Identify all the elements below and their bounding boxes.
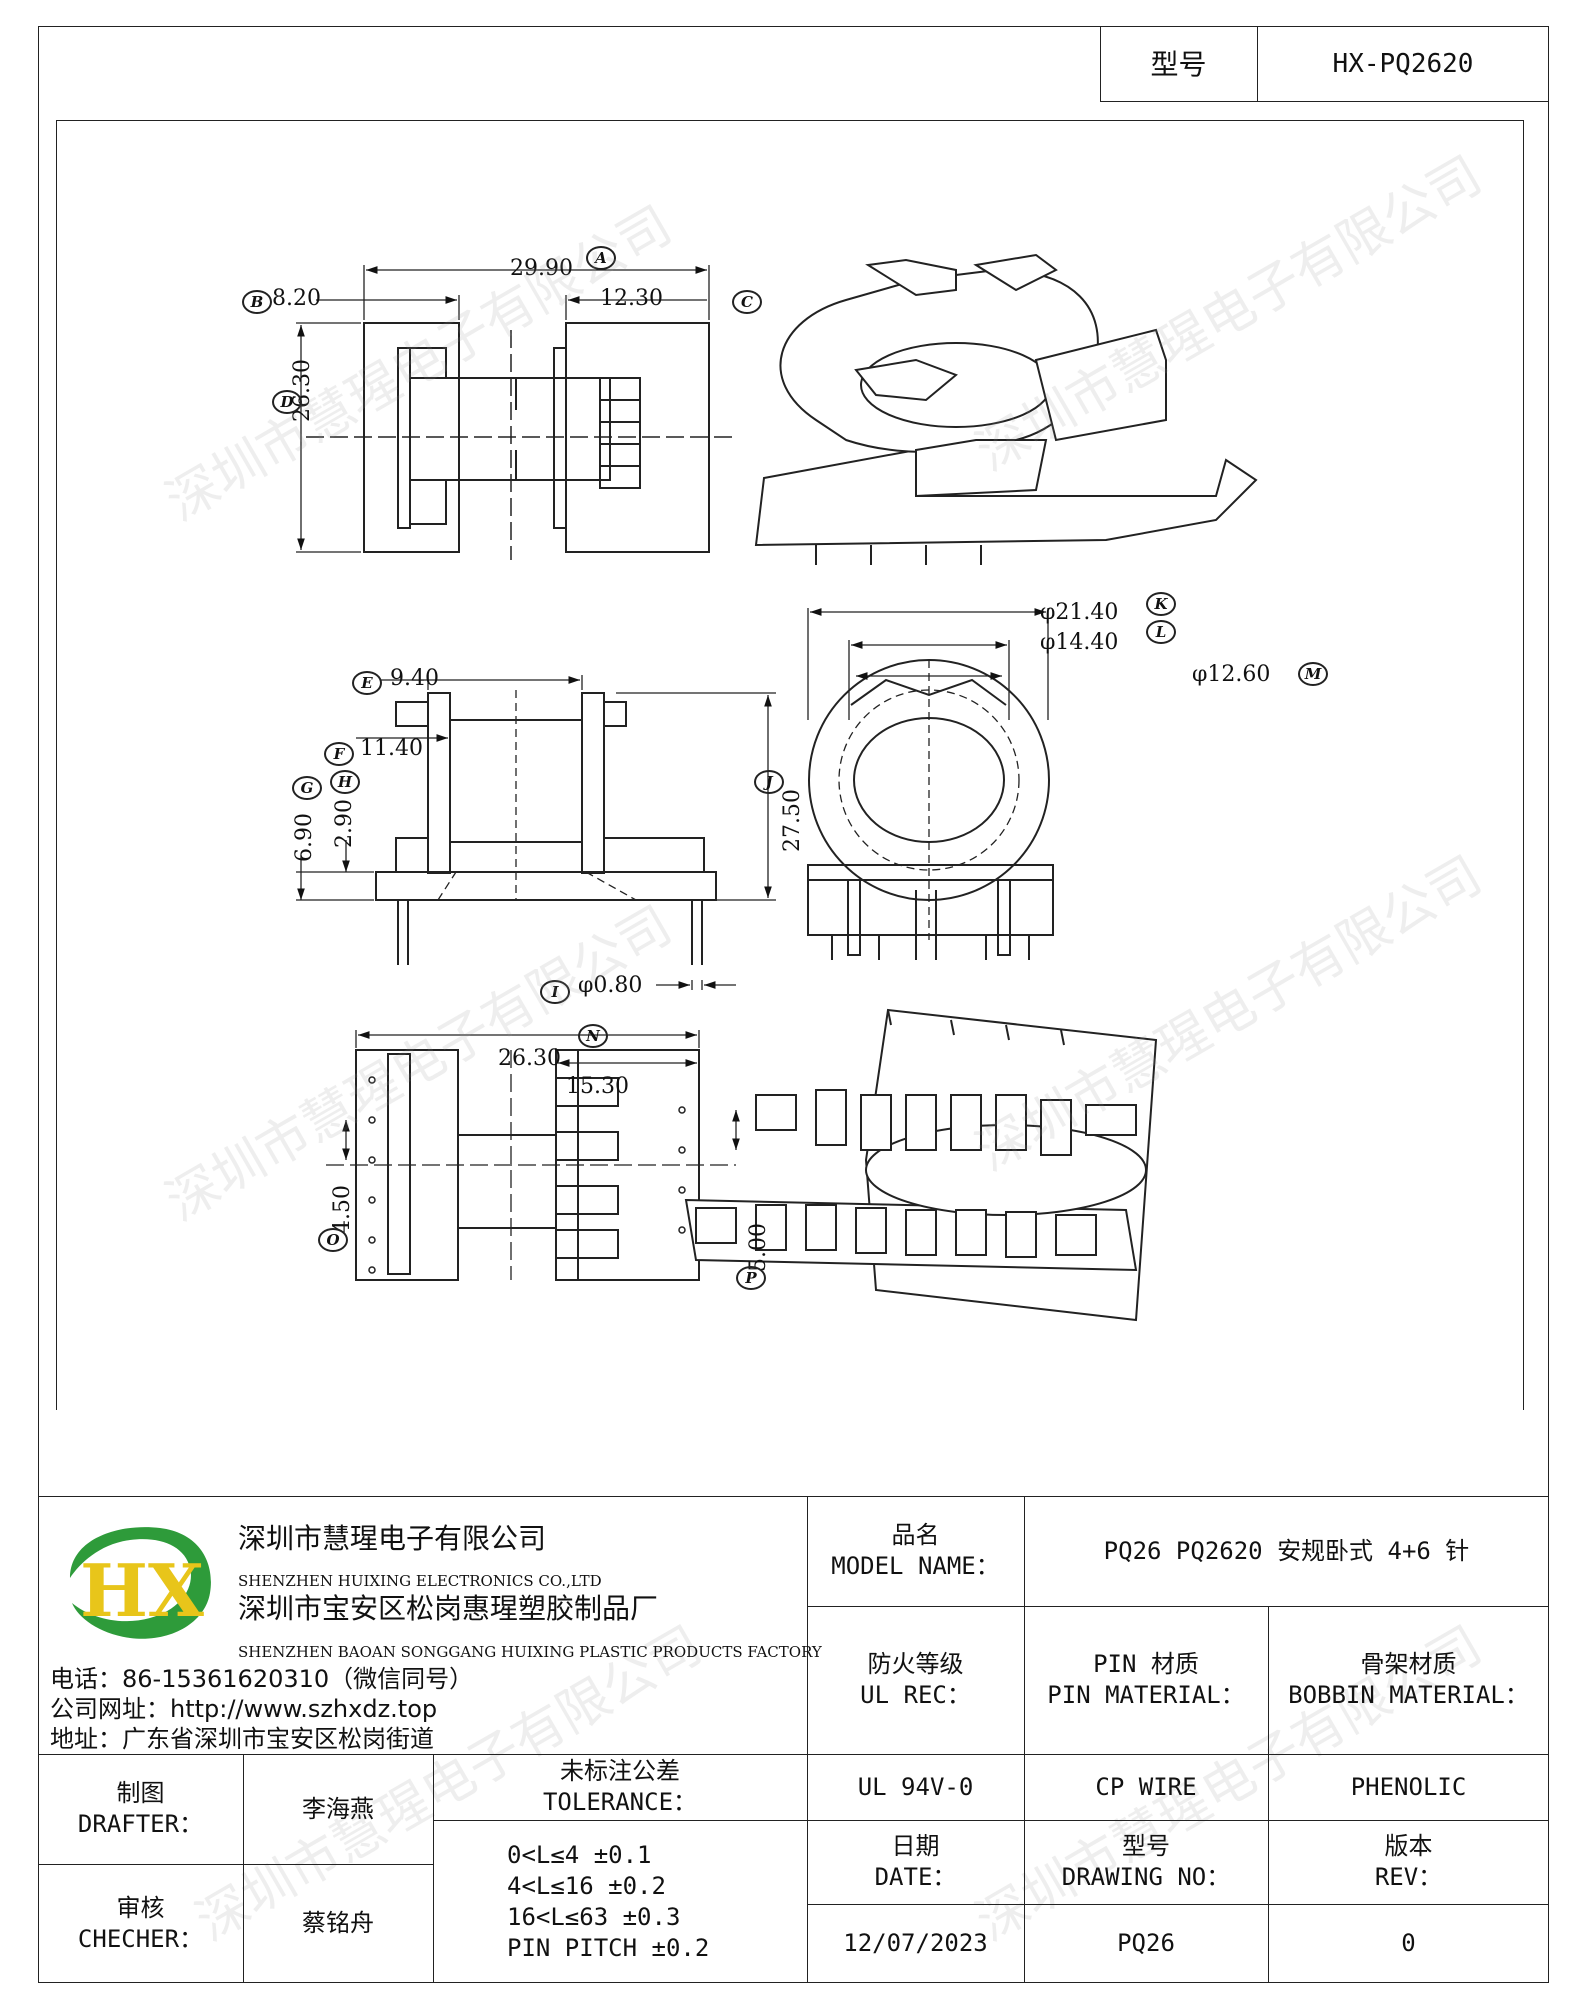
dim-N2: 15.30	[566, 1074, 629, 1099]
callout-P: P	[736, 1266, 766, 1290]
callout-G: G	[292, 776, 322, 800]
isometric-bottom	[684, 1008, 1158, 1322]
dim-A: 29.90	[510, 256, 573, 281]
callout-K: K	[1146, 592, 1176, 616]
callout-I: I	[540, 980, 570, 1004]
model-name-value: PQ26 PQ2620 安规卧式 4+6 针	[1103, 1536, 1470, 1565]
dim-K: φ21.40	[1040, 600, 1119, 625]
callout-D: D	[272, 390, 302, 414]
date-label: 日期 DATE：	[874, 1832, 957, 1891]
rev-label: 版本 REV：	[1374, 1832, 1443, 1891]
titleblock-top-line	[38, 1496, 1549, 1497]
company-phone: 电话：86-15361620310（微信同号）	[50, 1665, 474, 1693]
callout-O: O	[318, 1228, 348, 1252]
checker-name: 蔡铭舟	[302, 1909, 374, 1937]
model-name-label: 品名 MODEL NAME：	[831, 1521, 1000, 1580]
sheet-border	[38, 26, 1549, 1983]
line-model-bottom	[807, 1606, 1549, 1607]
drawing-area	[55, 119, 1525, 1410]
line-material-values-bottom	[807, 1820, 1549, 1821]
line-date-label-bottom	[807, 1904, 1549, 1905]
technical-drawing	[55, 119, 1525, 1410]
header-model-value: HX-PQ2620	[1332, 48, 1474, 79]
rev-value: 0	[1401, 1929, 1416, 1957]
callout-E: E	[352, 671, 382, 695]
company-name-en: SHENZHEN HUIXING ELECTRONICS CO.,LTD	[238, 1572, 602, 1590]
dim-L: φ14.40	[1040, 630, 1119, 655]
drawing-no-label: 型号 DRAWING NO：	[1061, 1832, 1231, 1891]
callout-C: C	[732, 290, 762, 314]
isometric-top	[754, 253, 1258, 547]
drafter-name: 李海燕	[302, 1794, 374, 1823]
pin-material-label: PIN 材质 PIN MATERIAL：	[1047, 1650, 1245, 1709]
callout-L: L	[1146, 620, 1176, 644]
callout-B: B	[242, 290, 272, 314]
pin-material-value: CP WIRE	[1095, 1772, 1197, 1801]
dim-M: φ12.60	[1192, 662, 1271, 687]
line-drafter-bottom	[38, 1864, 433, 1865]
callout-H: H	[330, 770, 360, 794]
tolerance-label: 未标注公差 TOLERANCE：	[542, 1757, 698, 1816]
line-tolerance-header-bottom	[433, 1820, 807, 1821]
tolerance-line-2: 4<L≤16 ±0.2	[507, 1871, 666, 1900]
ul-rec-label: 防火等级 UL REC：	[860, 1650, 971, 1709]
header-model-box	[1100, 26, 1549, 102]
company-address: 地址：广东省深圳市宝安区松岗街道	[50, 1725, 434, 1753]
dim-G: 6.90	[292, 813, 317, 862]
side-view	[375, 692, 717, 965]
dim-O: 4.50	[330, 1185, 355, 1234]
vline-243	[243, 1754, 244, 1983]
top-view	[363, 322, 710, 553]
dim-P: 5.00	[746, 1223, 771, 1272]
header-model-label: 型号	[1150, 47, 1207, 81]
callout-J: J	[754, 770, 784, 794]
callout-F: F	[324, 742, 354, 766]
vline-433	[433, 1754, 434, 1983]
tolerance-line-1: 0<L≤4 ±0.1	[507, 1840, 652, 1869]
callout-N: N	[578, 1024, 608, 1048]
factory-name-cn: 深圳市宝安区松岗惠瑆塑胶制品厂	[238, 1592, 659, 1625]
callout-M: M	[1298, 662, 1328, 686]
dim-I: φ0.80	[578, 973, 643, 998]
bobbin-material-value: PHENOLIC	[1350, 1772, 1467, 1801]
dim-J: 27.50	[780, 789, 805, 852]
tolerance-values: 0<L≤4 ±0.1 4<L≤16 ±0.2 16<L≤63 ±0.3 PIN …	[433, 1820, 807, 1983]
dim-F: 11.40	[360, 736, 423, 761]
company-logo: HX	[50, 1518, 222, 1648]
dim-B: 8.20	[272, 286, 321, 311]
drawing-no-value: PQ26	[1117, 1929, 1175, 1957]
company-name-cn: 深圳市慧瑆电子有限公司	[238, 1522, 547, 1555]
callout-A: A	[586, 246, 616, 270]
hx-logo-icon: HX	[70, 1527, 211, 1639]
line-company-bottom	[38, 1754, 1549, 1755]
bobbin-material-label: 骨架材质 BOBBIN MATERIAL：	[1288, 1650, 1529, 1709]
dim-H: 2.90	[332, 799, 357, 848]
tolerance-line-4: PIN PITCH ±0.2	[507, 1933, 710, 1962]
company-website: 公司网址：http://www.szhxdz.top	[50, 1695, 438, 1723]
vline-1268	[1268, 1606, 1269, 1983]
date-value: 12/07/2023	[843, 1929, 988, 1957]
header-divider	[1257, 26, 1258, 102]
logo-h-letter: HX	[80, 1548, 204, 1633]
ul-value: UL 94V-0	[857, 1772, 974, 1801]
tolerance-line-3: 16<L≤63 ±0.3	[507, 1902, 681, 1931]
dim-C: 12.30	[600, 286, 663, 311]
factory-name-en: SHENZHEN BAOAN SONGGANG HUIXING PLASTIC …	[238, 1643, 822, 1661]
dim-N: 26.30	[498, 1046, 561, 1071]
drafter-label: 制图 DRAFTER：	[77, 1779, 204, 1838]
vline-807	[807, 1496, 808, 1983]
vline-1024	[1024, 1496, 1025, 1983]
dim-E: 9.40	[390, 666, 439, 691]
checker-label: 审核 CHECHER：	[77, 1893, 204, 1953]
